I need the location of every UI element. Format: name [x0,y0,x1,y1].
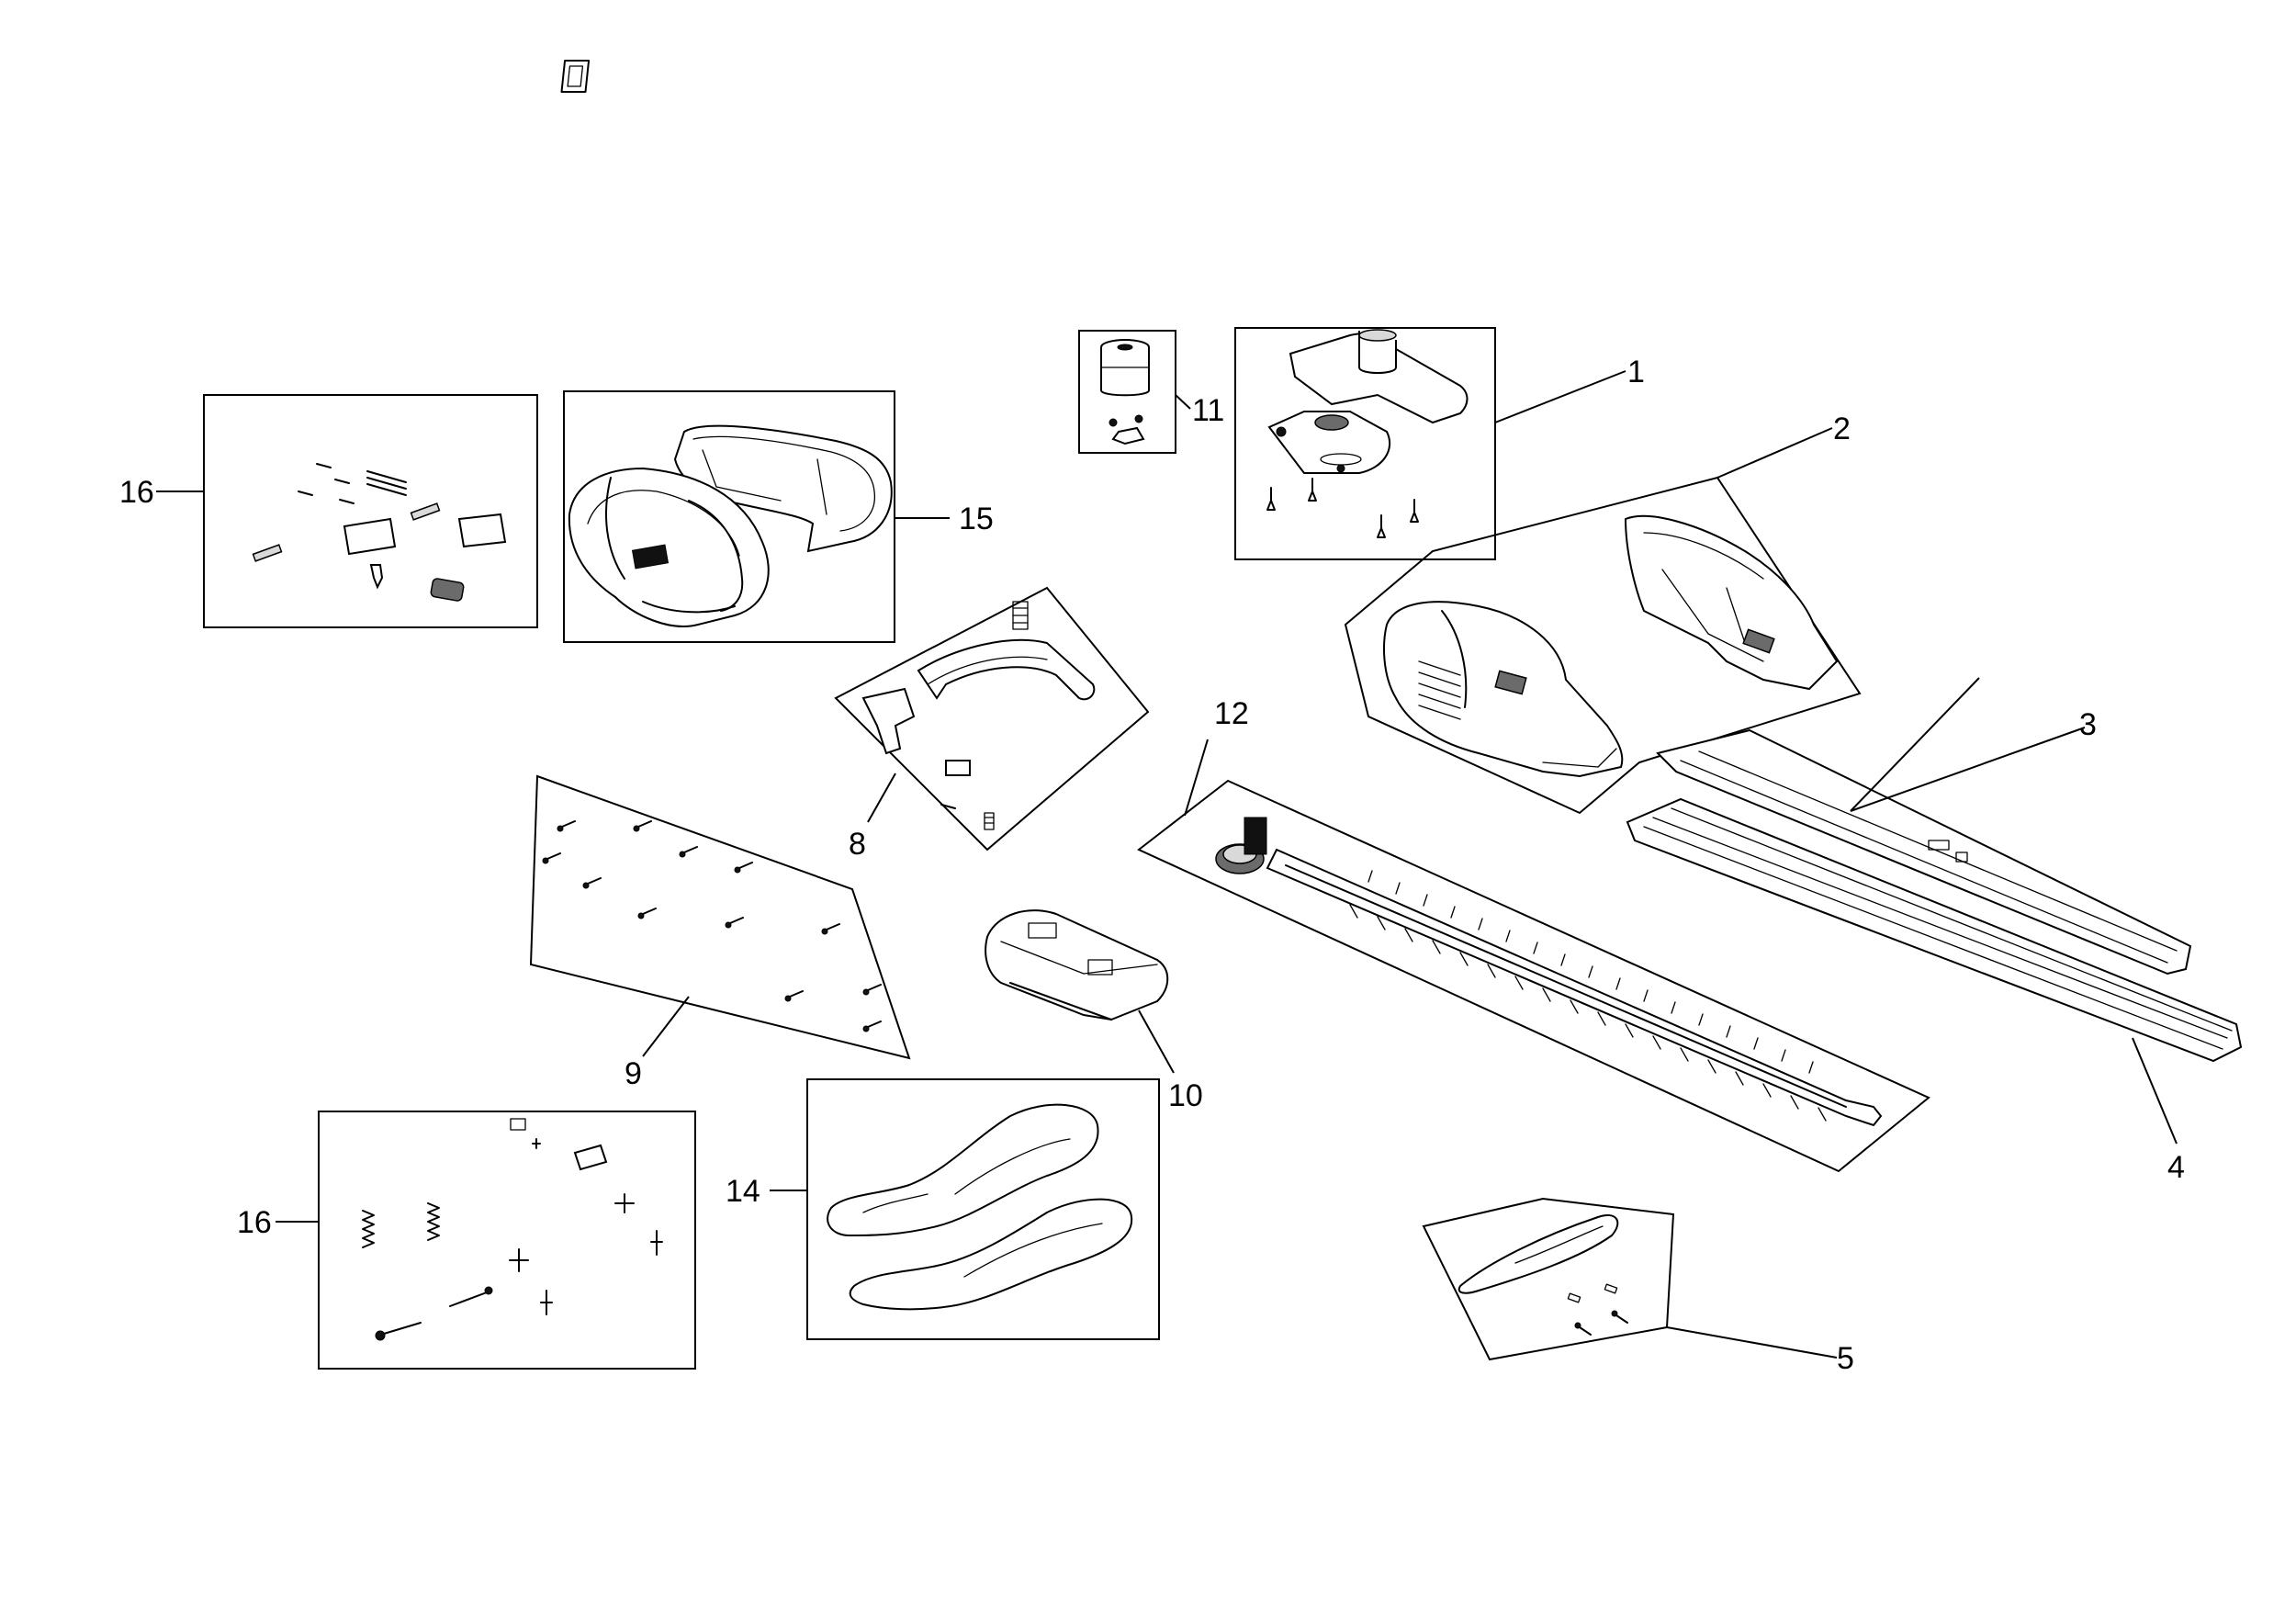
part-12-contents [1215,817,1883,1127]
callout-2: 2 [1833,412,1851,446]
part-10-battery-plate: 10 [985,909,1203,1113]
part-4-blade-guard: 4 [1626,797,2243,1185]
callout-14: 16 [119,475,154,510]
callout-11: 11 [1192,393,1224,428]
part-14-frame [203,394,538,628]
callout-9: 9 [625,1056,642,1091]
part-1-frame [1234,327,1496,560]
part-2-frame [1344,476,1862,815]
callout-8: 8 [849,827,866,862]
callout-4: 4 [2167,1150,2185,1185]
part-16-switch-kit: 16 [237,1111,696,1370]
part-13-contents [568,424,893,627]
part-11-contents [1100,339,1150,445]
callout-5: 5 [1837,1341,1854,1376]
callout-13: 15 [959,502,994,536]
part-1-contents [1266,329,1469,538]
part-15-frame [806,1078,1160,1340]
part-8-contents [861,601,1096,830]
part-12-blade-assembly: 12 [1137,696,1930,1173]
callout-12: 12 [1214,696,1249,731]
blade-teeth [1349,870,1827,1122]
part-2-front-housing: 2 [1344,412,1862,815]
part-9-frame [529,774,911,1060]
callout-16: 16 [237,1205,272,1240]
part-11-frame [1078,330,1176,454]
part-14-contents [252,463,507,602]
part-3-blade-cover: 3 [1656,677,2192,976]
part-2-contents [1383,515,1839,778]
part-9-screw-set: 9 [529,774,911,1091]
part-15-contents [827,1103,1133,1311]
part-15-handle-covers: 14 [726,1078,1160,1340]
callout-3: 3 [2079,707,2097,742]
callout-15: 14 [726,1174,760,1209]
part-9-contents [542,820,882,1032]
part-13-motor-housing: 15 [563,390,994,643]
part-16-frame [318,1111,696,1370]
part-5-contents [1458,1214,1628,1336]
part-14-hardware-kit: 16 [119,394,538,628]
part-5-cover-and-pins: 5 [1422,1197,1854,1376]
part-11-motor: 11 [1078,330,1224,454]
part-8-handle-parts: 8 [834,586,1150,862]
part-13-frame [563,390,895,643]
part-8-frame [834,586,1150,851]
part-5-frame [1422,1197,1675,1361]
part-1-gearbox-assembly: 1 [1234,327,1645,560]
part-12-frame [1137,779,1930,1173]
corner-marker-icon [560,60,591,93]
callout-1: 1 [1627,355,1645,389]
part-16-contents [362,1118,663,1341]
callout-10: 10 [1168,1078,1203,1113]
